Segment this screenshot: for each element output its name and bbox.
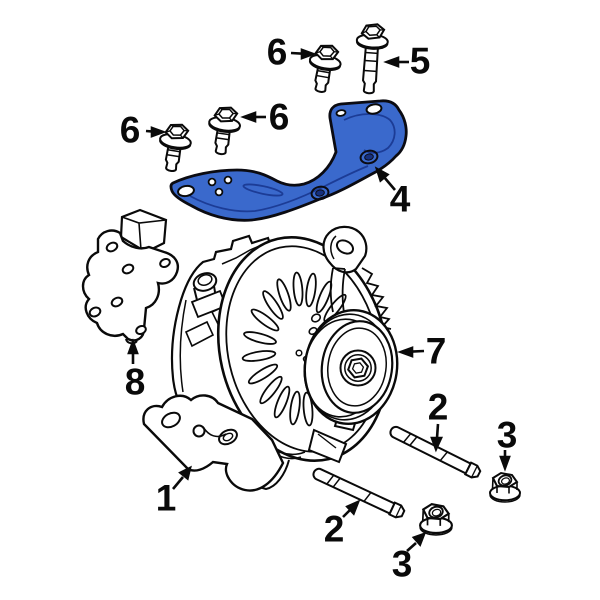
callout-label-2-lower: 2 (323, 508, 345, 550)
part-7-pulley (303, 308, 399, 432)
fan-serration (361, 267, 392, 330)
nut-3-upper (489, 472, 521, 503)
callout-label-6-left: 6 (119, 109, 141, 151)
part-4-upper-bracket-highlighted (169, 99, 408, 222)
bolt-5-long (352, 21, 390, 96)
callout-label-8: 8 (124, 361, 146, 403)
callout-label-3-lower: 3 (391, 543, 413, 585)
part-1-lower-mount-bracket (142, 394, 285, 492)
callout-label-6-top: 6 (266, 31, 288, 73)
pulley-nut (347, 357, 370, 379)
stud-2-upper (387, 423, 483, 481)
callout-label-1: 1 (155, 477, 177, 519)
callout-label-6-middle: 6 (268, 96, 290, 138)
callout-label-5: 5 (409, 40, 431, 82)
bolt-6-middle (204, 103, 244, 158)
bolt-6-left (154, 120, 195, 175)
callout-label-2-upper: 2 (427, 386, 449, 428)
alternator (142, 225, 399, 492)
part-8-side-bracket (81, 208, 179, 345)
callout-label-3-upper: 3 (496, 414, 518, 456)
nut-3-lower (419, 503, 453, 536)
bolt-6-top (303, 41, 345, 96)
callout-arrows (127, 48, 511, 552)
callout-label-4: 4 (389, 178, 411, 220)
callout-label-7: 7 (425, 330, 447, 372)
